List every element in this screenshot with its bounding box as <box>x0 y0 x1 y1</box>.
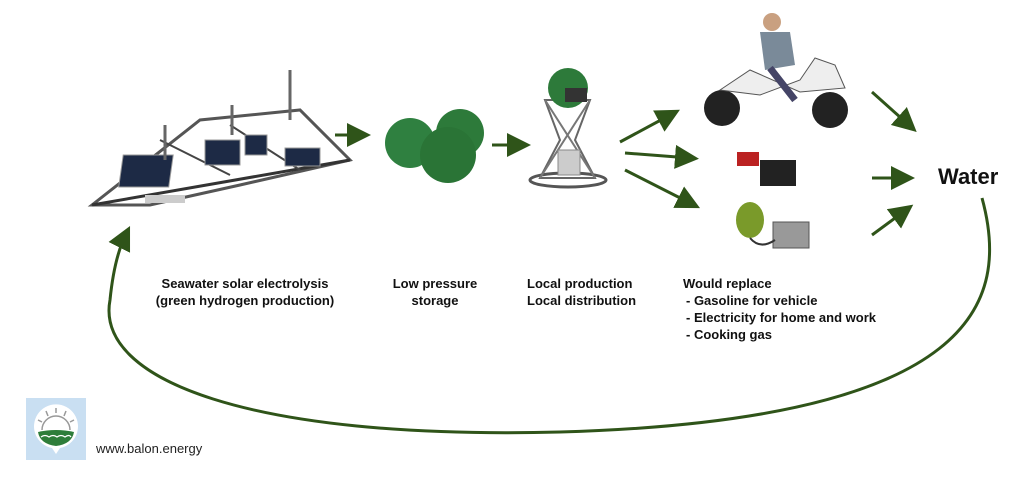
storage-spheres-image <box>385 109 484 183</box>
water-label: Water <box>938 164 999 189</box>
label-line: Seawater solar electrolysis <box>161 276 329 291</box>
label-line: Local distribution <box>527 293 637 308</box>
replace-item: - Cooking gas <box>686 327 772 342</box>
label-line: Low pressure <box>392 276 478 291</box>
label-line: storage <box>411 293 459 308</box>
replace-title: Would replace <box>683 276 772 291</box>
flow-arrow <box>619 109 680 144</box>
replace-item: - Gasoline for vehicle <box>686 293 818 308</box>
balon-logo <box>26 398 86 460</box>
flow-arrow <box>624 168 701 209</box>
sun-waves-logo-icon <box>34 404 78 454</box>
step-label-storage: Low pressure storage <box>375 275 495 309</box>
return-cycle-arrow <box>107 197 992 435</box>
label-line: Local production <box>527 276 633 291</box>
flow-arrow <box>871 204 914 237</box>
solar-electrolysis-platform-image <box>87 70 353 207</box>
replace-item: - Electricity for home and work <box>686 310 876 325</box>
step-label-electrolysis: Seawater solar electrolysis (green hydro… <box>140 275 350 309</box>
scooter-rider-image <box>704 13 848 128</box>
hydrogen-dispenser-image <box>528 68 608 189</box>
flow-arrow <box>624 144 699 169</box>
floodlight-image <box>737 152 796 186</box>
website-link[interactable]: www.balon.energy <box>96 441 203 456</box>
flow-arrow <box>870 90 917 133</box>
replace-list: Would replace - Gasoline for vehicle - E… <box>683 275 923 343</box>
step-label-distribution: Local production Local distribution <box>527 275 657 309</box>
gas-stove-image <box>736 202 810 249</box>
label-line: (green hydrogen production) <box>155 293 335 308</box>
